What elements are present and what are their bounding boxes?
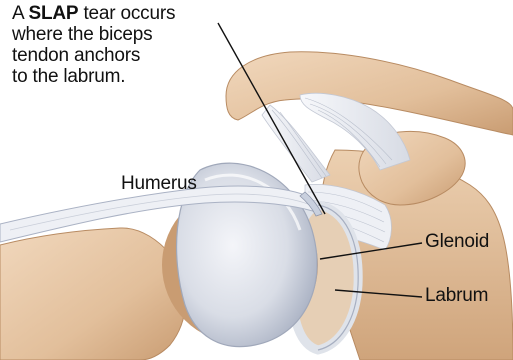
caption-line-1: A SLAP tear occurs [12, 3, 175, 24]
caption-line-4: to the labrum. [12, 66, 175, 87]
caption-line-3: tendon anchors [12, 45, 175, 66]
labrum-label: Labrum [425, 285, 488, 306]
humerus-shaft [0, 228, 186, 360]
humerus-label: Humerus [121, 173, 197, 194]
caption-line-2: where the biceps [12, 24, 175, 45]
glenoid-label: Glenoid [425, 231, 489, 252]
slap-tear-caption: A SLAP tear occurs where the biceps tend… [12, 3, 175, 87]
slap-emphasis: SLAP [29, 3, 79, 24]
